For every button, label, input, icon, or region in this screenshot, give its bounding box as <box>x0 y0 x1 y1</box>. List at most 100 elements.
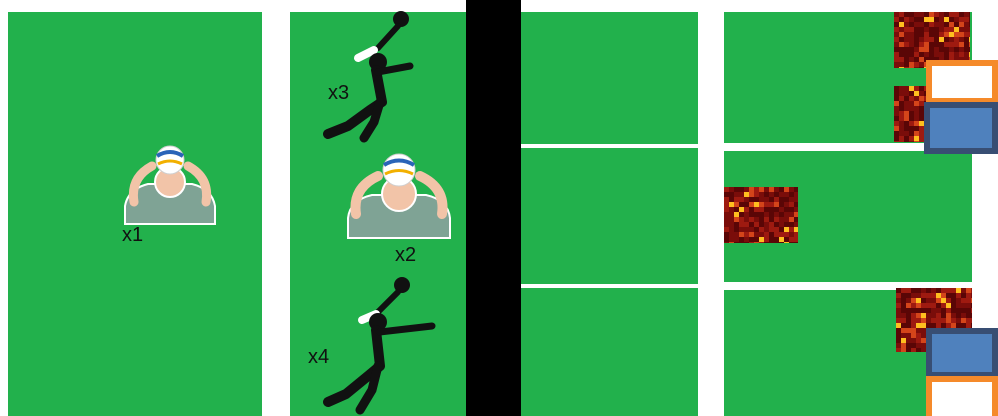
heatmap-cell <box>896 298 901 303</box>
heatmap-cell <box>914 106 919 111</box>
heatmap-cell <box>966 318 971 323</box>
heatmap-cell <box>729 207 734 212</box>
heatmap-cell <box>919 57 924 62</box>
heatmap-cell <box>759 217 764 222</box>
heatmap-cell <box>749 212 754 217</box>
heatmap-cell <box>754 207 759 212</box>
heatmap-cell <box>959 42 964 47</box>
heatmap-cell <box>899 37 904 42</box>
heatmap-cell <box>754 187 759 192</box>
heatmap-cell <box>934 52 939 57</box>
heatmap-cell <box>894 42 899 47</box>
heatmap-cell <box>919 42 924 47</box>
heatmap-cell <box>774 212 779 217</box>
heatmap-cell <box>931 298 936 303</box>
heatmap-cell <box>899 96 904 101</box>
heatmap-cell <box>914 136 919 141</box>
heatmap-cell <box>929 12 934 17</box>
heatmap-cell <box>759 192 764 197</box>
heatmap-cell <box>899 47 904 52</box>
heatmap-cell <box>901 323 906 328</box>
heatmap-cell <box>894 32 899 37</box>
heatmap-cell <box>951 303 956 308</box>
heatmap-cell <box>919 86 924 91</box>
heatmap-cell <box>779 202 784 207</box>
heatmap-cell <box>964 22 969 27</box>
heatmap-cell <box>946 288 951 293</box>
heatmap-cell <box>794 212 798 217</box>
heatmap-cell <box>899 126 904 131</box>
heatmap-cell <box>964 12 969 17</box>
heatmap-cell <box>916 308 921 313</box>
heatmap-cell <box>744 192 749 197</box>
heatmap-cell <box>949 17 954 22</box>
heatmap-cell <box>894 27 899 32</box>
heatmap-cell <box>759 242 764 243</box>
heatmap-cell <box>904 37 909 42</box>
heatmap-cell <box>774 202 779 207</box>
heatmap-cell <box>934 22 939 27</box>
heatmap-cell <box>744 217 749 222</box>
heatmap-cell <box>901 338 906 343</box>
heatmap-cell <box>971 308 972 313</box>
heatmap-cell <box>911 298 916 303</box>
heatmap-cell <box>959 22 964 27</box>
heatmap-cell <box>909 136 914 141</box>
heatmap-cell <box>969 27 970 32</box>
heatmap-cell <box>784 232 789 237</box>
heatmap-cell <box>964 17 969 22</box>
court-panel-3 <box>521 12 698 416</box>
heatmap-cell <box>904 52 909 57</box>
heatmap-cell <box>919 12 924 17</box>
heatmap-cell <box>896 348 901 352</box>
heatmap-cell <box>929 17 934 22</box>
heatmap-cell <box>914 126 919 131</box>
heatmap-cell <box>759 232 764 237</box>
heatmap-cell <box>899 62 904 67</box>
heatmap-cell <box>789 237 794 242</box>
heatmap-cell <box>904 116 909 121</box>
heatmap-cell <box>789 192 794 197</box>
heatmap-cell <box>759 212 764 217</box>
heatmap-cell <box>896 338 901 343</box>
heatmap-cell <box>949 32 954 37</box>
heatmap-cell <box>909 47 914 52</box>
heatmap-cell <box>724 187 729 192</box>
heatmap-cell <box>964 37 969 42</box>
heatmap-cell <box>724 237 729 242</box>
heatmap-cell <box>774 192 779 197</box>
heatmap-cell <box>906 343 911 348</box>
heatmap-cell <box>949 27 954 32</box>
heatmap-cell <box>759 237 764 242</box>
receiver-player-icon <box>120 144 220 224</box>
heatmap-cell <box>899 17 904 22</box>
heatmap-cell <box>901 343 906 348</box>
heatmap-cell <box>779 212 784 217</box>
heatmap-cell <box>901 308 906 313</box>
heatmap-cell <box>909 101 914 106</box>
heatmap-cell <box>894 136 899 141</box>
heatmap-cell <box>914 131 919 136</box>
heatmap-cell <box>899 111 904 116</box>
heatmap-cell <box>939 17 944 22</box>
heatmap-cell <box>906 308 911 313</box>
heatmap-cell <box>899 106 904 111</box>
heatmap-cell <box>949 47 954 52</box>
heatmap-cell <box>904 121 909 126</box>
heatmap-cell <box>966 288 971 293</box>
heatmap-cell <box>769 232 774 237</box>
heatmap-cell <box>956 313 961 318</box>
heatmap-cell <box>911 303 916 308</box>
heatmap-cell <box>779 197 784 202</box>
heatmap-cell <box>729 217 734 222</box>
heatmap-cell <box>894 57 899 62</box>
heatmap-cell <box>936 308 941 313</box>
heatmap-cell <box>896 328 901 333</box>
heatmap-cell <box>724 227 729 232</box>
heatmap-cell <box>764 242 769 243</box>
heatmap-cell <box>954 32 959 37</box>
heatmap-cell <box>896 318 901 323</box>
heatmap-cell <box>729 232 734 237</box>
heatmap-cell <box>939 12 944 17</box>
heatmap-cell <box>794 202 798 207</box>
